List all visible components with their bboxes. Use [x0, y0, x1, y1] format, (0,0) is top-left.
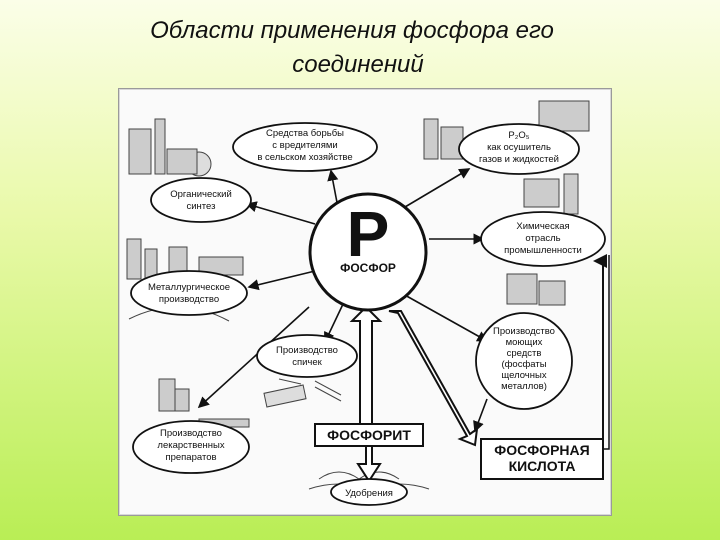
svg-text:Производство: Производство — [160, 428, 222, 439]
svg-text:ФОСФОРИТ: ФОСФОРИТ — [327, 427, 411, 443]
center-node: P ФОСФОР — [308, 192, 428, 312]
factory-illustration-left — [128, 118, 212, 177]
svg-text:Органический: Органический — [170, 189, 232, 200]
center-symbol: P — [347, 198, 390, 270]
svg-text:как осушитель: как осушитель — [487, 142, 551, 153]
svg-text:синтез: синтез — [187, 201, 216, 212]
box-phosphorite: ФОСФОРИТ — [314, 423, 424, 447]
arrows — [197, 168, 489, 433]
return-arrow-acid-to-chem — [589, 254, 610, 450]
slide-title: Области применения фосфора его соединени… — [0, 14, 720, 82]
svg-text:металлов): металлов) — [501, 381, 547, 392]
arrow-to-medicine — [197, 306, 310, 409]
block-arrow-to-acid — [388, 310, 479, 447]
svg-text:ФОСФОРНАЯ: ФОСФОРНАЯ — [494, 442, 589, 458]
node-p2o5: P₂O₅ как осушитель газов и жидкостей — [458, 123, 580, 175]
svg-text:производство: производство — [159, 294, 219, 305]
svg-text:газов и жидкостей: газов и жидкостей — [479, 154, 559, 165]
matchbox-illustration — [263, 378, 342, 408]
box-acid: ФОСФОРНАЯ КИСЛОТА — [480, 438, 604, 480]
title-line-2: соединений — [292, 51, 424, 78]
node-chem: Химическая отрасль промышленности — [480, 211, 606, 267]
svg-text:отрасль: отрасль — [525, 233, 560, 244]
arrow-to-p2o5 — [404, 168, 471, 208]
arrow-to-metal — [247, 270, 316, 291]
block-arrow-phosphorite-to-center — [349, 305, 383, 425]
svg-text:щелочных: щелочных — [501, 370, 546, 381]
node-metal: Металлургическое производство — [130, 270, 248, 316]
svg-text:Химическая: Химическая — [516, 221, 569, 232]
arrow-to-organic — [245, 201, 316, 225]
svg-text:Производство: Производство — [493, 326, 555, 337]
svg-text:средств: средств — [507, 348, 542, 359]
title-line-1: Области применения фосфора его — [150, 17, 554, 44]
arrow-to-matches — [324, 301, 345, 344]
node-matches: Производство спичек — [256, 334, 358, 378]
node-detergent: Производство моющих средств (фосфаты щел… — [475, 312, 573, 410]
svg-text:препаратов: препаратов — [165, 452, 216, 463]
svg-text:(фосфаты: (фосфаты — [501, 359, 546, 370]
diagram-panel: P ФОСФОР Средства борьбы с вредителями в… — [118, 88, 612, 516]
svg-text:промышленности: промышленности — [504, 245, 582, 256]
svg-text:с вредителями: с вредителями — [272, 140, 337, 151]
center-label: ФОСФОР — [340, 261, 396, 275]
svg-text:Производство: Производство — [276, 345, 338, 356]
node-medicine: Производство лекарственных препаратов — [132, 420, 250, 474]
arrow-detergent-to-acid — [473, 398, 488, 433]
svg-text:моющих: моющих — [506, 337, 543, 348]
node-pest: Средства борьбы с вредителями в сельском… — [232, 122, 378, 172]
node-organic: Органический синтез — [150, 177, 252, 223]
svg-text:в сельском хозяйстве: в сельском хозяйстве — [257, 152, 352, 163]
plant-illustration-left — [126, 238, 250, 428]
node-fertilizer: Удобрения — [330, 478, 408, 506]
diagram-canvas: P ФОСФОР Средства борьбы с вредителями в… — [126, 100, 610, 506]
svg-text:КИСЛОТА: КИСЛОТА — [509, 458, 576, 474]
svg-text:P₂O₅: P₂O₅ — [508, 130, 529, 141]
svg-text:Металлургическое: Металлургическое — [148, 282, 230, 293]
svg-text:Средства борьбы: Средства борьбы — [266, 128, 344, 139]
factory-illustration-right — [423, 100, 590, 306]
svg-text:спичек: спичек — [292, 357, 322, 368]
svg-text:Удобрения: Удобрения — [345, 488, 393, 499]
arrow-to-detergent — [402, 293, 489, 342]
svg-text:лекарственных: лекарственных — [157, 440, 224, 451]
